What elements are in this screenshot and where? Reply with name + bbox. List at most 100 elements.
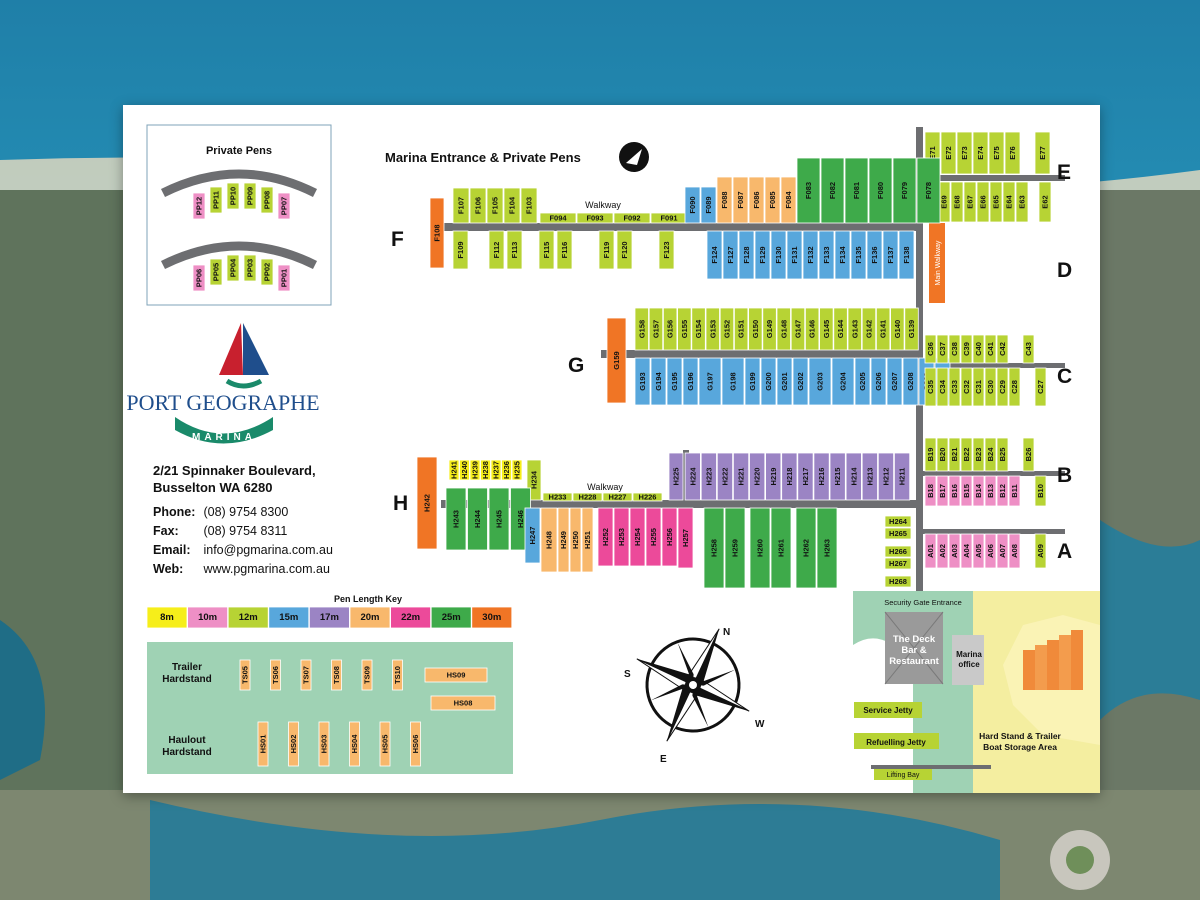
private-pen-pp06[interactable]: PP06 [192,264,206,292]
pen-g201[interactable]: G201 [776,357,793,406]
pen-b20[interactable]: B20 [936,437,949,472]
pen-g206[interactable]: G206 [870,357,887,406]
pen-h252[interactable]: H252 [597,507,614,567]
pen-b16[interactable]: B16 [948,475,961,507]
private-pen-pp08[interactable]: PP08 [260,186,274,214]
pen-h259[interactable]: H259 [724,507,746,589]
pen-g155[interactable]: G155 [677,307,692,351]
pen-b24[interactable]: B24 [984,437,997,472]
pen-h249[interactable]: H249 [557,507,570,573]
pen-f092[interactable]: F092 [613,212,651,224]
pen-c37[interactable]: C37 [936,334,949,364]
pen-c29[interactable]: C29 [996,367,1009,407]
pen-g208[interactable]: G208 [902,357,919,406]
pen-f087[interactable]: F087 [732,176,749,224]
legend-item-17m[interactable]: 17m [308,606,350,629]
pen-h258[interactable]: H258 [703,507,725,589]
pen-g153[interactable]: G153 [705,307,720,351]
pen-h228[interactable]: H228 [572,493,603,502]
pen-f084[interactable]: F084 [780,176,797,224]
pen-b26[interactable]: B26 [1022,437,1035,472]
pen-e65[interactable]: E65 [989,181,1003,223]
pen-h221[interactable]: H221 [733,452,750,501]
pen-e66[interactable]: E66 [976,181,990,223]
pen-f080[interactable]: F080 [868,157,893,224]
private-pen-pp07[interactable]: PP07 [277,192,291,220]
pen-e77[interactable]: E77 [1034,131,1051,175]
pen-g195[interactable]: G195 [666,357,683,406]
pen-g142[interactable]: G142 [861,307,877,351]
pen-b25[interactable]: B25 [996,437,1009,472]
pen-c30[interactable]: C30 [984,367,997,407]
pen-g198[interactable]: G198 [721,357,745,406]
pen-h244[interactable]: H244 [467,487,488,551]
pen-c33[interactable]: C33 [948,367,961,407]
pen-g207[interactable]: G207 [886,357,903,406]
pen-h242[interactable]: H242 [416,456,438,550]
private-pen-pp10[interactable]: PP10 [226,182,240,210]
pen-f093[interactable]: F093 [576,212,614,224]
pen-f128[interactable]: F128 [738,230,755,280]
pen-c41[interactable]: C41 [984,334,997,364]
lifting-bay[interactable] [874,769,932,780]
private-pen-pp12[interactable]: PP12 [192,192,206,220]
pen-ts05[interactable]: TS05 [239,659,251,691]
pen-h265[interactable]: H265 [884,527,912,540]
pen-h264[interactable]: H264 [884,515,912,528]
pen-h266[interactable]: H266 [884,545,912,558]
pen-g140[interactable]: G140 [890,307,905,351]
pen-h238[interactable]: H238 [480,459,491,481]
pen-f124[interactable]: F124 [706,230,723,280]
pen-b18[interactable]: B18 [924,475,937,507]
pen-f105[interactable]: F105 [486,187,504,224]
pen-e72[interactable]: E72 [940,131,957,175]
pen-g204[interactable]: G204 [831,357,855,406]
pen-g197[interactable]: G197 [698,357,722,406]
pen-b13[interactable]: B13 [984,475,997,507]
pen-g193[interactable]: G193 [634,357,651,406]
pen-g154[interactable]: G154 [691,307,706,351]
pen-b14[interactable]: B14 [972,475,985,507]
pen-h213[interactable]: H213 [861,452,878,501]
pen-c28[interactable]: C28 [1008,367,1021,407]
pen-hs06[interactable]: HS06 [410,721,421,767]
private-pen-pp04[interactable]: PP04 [226,254,240,282]
pen-c36[interactable]: C36 [924,334,937,364]
pen-f104[interactable]: F104 [503,187,521,224]
pen-e76[interactable]: E76 [1004,131,1021,175]
pen-b22[interactable]: B22 [960,437,973,472]
pen-a05[interactable]: A05 [972,533,985,569]
pen-f107[interactable]: F107 [452,187,470,224]
pen-f106[interactable]: F106 [469,187,487,224]
pen-e63[interactable]: E63 [1015,181,1029,223]
pen-f135[interactable]: F135 [850,230,867,280]
pen-g205[interactable]: G205 [854,357,871,406]
pen-g200[interactable]: G200 [760,357,777,406]
pen-e62[interactable]: E62 [1038,181,1052,223]
pen-h212[interactable]: H212 [877,452,894,501]
pen-f108[interactable]: F108 [429,197,445,269]
pen-h256[interactable]: H256 [661,507,678,567]
pen-e64[interactable]: E64 [1002,181,1016,223]
pen-g157[interactable]: G157 [648,307,664,351]
pen-g150[interactable]: G150 [748,307,763,351]
pen-ts06[interactable]: TS06 [270,659,281,691]
pen-f094[interactable]: F094 [539,212,577,224]
pen-ts07[interactable]: TS07 [300,659,312,691]
pen-h227[interactable]: H227 [602,493,633,502]
pen-ts10[interactable]: TS10 [392,659,403,691]
pen-h225[interactable]: H225 [668,452,684,501]
private-pen-pp03[interactable]: PP03 [243,254,257,282]
pen-g158[interactable]: G158 [634,307,649,351]
pen-f086[interactable]: F086 [748,176,765,224]
pen-hs01[interactable]: HS01 [257,721,269,767]
pen-a04[interactable]: A04 [960,533,973,569]
pen-g151[interactable]: G151 [734,307,749,351]
pen-h235[interactable]: H235 [511,459,523,481]
pen-h267[interactable]: H267 [884,557,912,570]
pen-f081[interactable]: F081 [844,157,869,224]
pen-h241[interactable]: H241 [448,459,460,481]
pen-b15[interactable]: B15 [960,475,973,507]
pen-f088[interactable]: F088 [716,176,733,224]
private-pen-pp02[interactable]: PP02 [260,258,274,286]
